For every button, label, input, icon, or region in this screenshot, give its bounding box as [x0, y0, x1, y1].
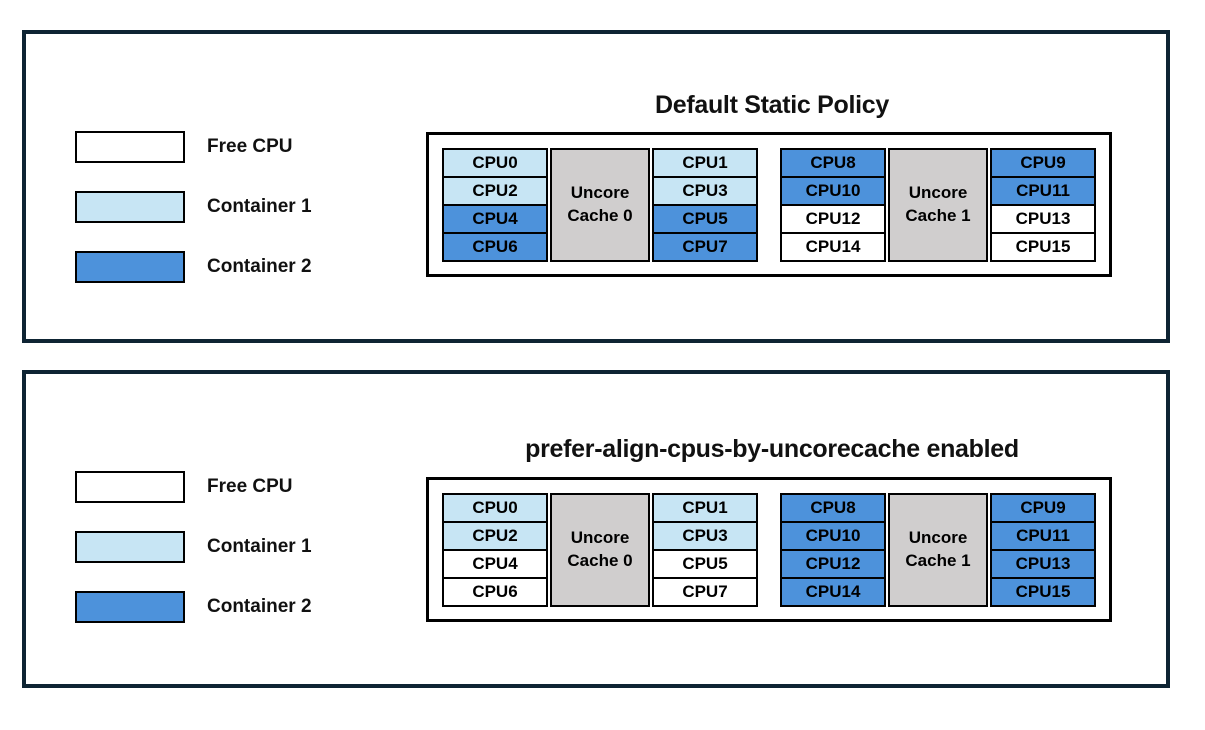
legend-item-container-2: Container 2 — [75, 591, 312, 623]
legend-item-free-cpu: Free CPU — [75, 131, 293, 163]
legend-label: Free CPU — [207, 476, 293, 497]
cpu-cell: CPU10 — [780, 520, 886, 551]
uncore-cache-label: Uncore Cache 1 — [905, 183, 971, 225]
cpu-cell: CPU15 — [990, 576, 1096, 607]
cpu-cell: CPU7 — [652, 576, 758, 607]
cpu-cell: CPU2 — [442, 175, 548, 206]
cpu-cell: CPU4 — [442, 203, 548, 234]
uncore-cache-label: Uncore Cache 0 — [567, 528, 633, 570]
cpu-cell: CPU0 — [442, 492, 548, 523]
cpu-cell: CPU13 — [990, 203, 1096, 234]
legend-swatch-container-2 — [75, 591, 185, 623]
cpu-cell: CPU6 — [442, 576, 548, 607]
legend-label: Free CPU — [207, 136, 293, 157]
legend-label: Container 1 — [207, 196, 312, 217]
legend-label: Container 1 — [207, 536, 312, 557]
cpu-cell: CPU10 — [780, 175, 886, 206]
cpu-cell: CPU13 — [990, 548, 1096, 579]
panel-default-static-policy: Default Static Policy Free CPU Container… — [22, 30, 1170, 343]
cpu-cell: CPU8 — [780, 147, 886, 178]
cpu-cell: CPU3 — [652, 175, 758, 206]
cpu-cell: CPU7 — [652, 231, 758, 262]
cpu-cell: CPU11 — [990, 520, 1096, 551]
cpu-cell: CPU1 — [652, 147, 758, 178]
uncore-cache-label: Uncore Cache 1 — [905, 528, 971, 570]
cpu-cell: CPU12 — [780, 548, 886, 579]
legend-swatch-container-1 — [75, 531, 185, 563]
legend-swatch-container-1 — [75, 191, 185, 223]
cpu-cell: CPU8 — [780, 492, 886, 523]
cpu-cell: CPU0 — [442, 147, 548, 178]
uncore-cache-cell: Uncore Cache 0 — [550, 147, 650, 262]
cpu-cell: CPU4 — [442, 548, 548, 579]
cpu-cell: CPU15 — [990, 231, 1096, 262]
legend-swatch-container-2 — [75, 251, 185, 283]
legend-swatch-free — [75, 471, 185, 503]
cpu-cell: CPU5 — [652, 548, 758, 579]
cpu-cell: CPU5 — [652, 203, 758, 234]
legend-item-free-cpu: Free CPU — [75, 471, 293, 503]
panel-title: prefer-align-cpus-by-uncorecache enabled — [525, 434, 1019, 463]
uncore-cache-cell: Uncore Cache 1 — [888, 147, 988, 262]
cpu-cell: CPU12 — [780, 203, 886, 234]
cpu-cell: CPU9 — [990, 492, 1096, 523]
cpu-cell: CPU14 — [780, 231, 886, 262]
legend-swatch-free — [75, 131, 185, 163]
panel-title: Default Static Policy — [654, 90, 890, 119]
cpu-cell: CPU2 — [442, 520, 548, 551]
cpu-cell: CPU1 — [652, 492, 758, 523]
uncore-cache-label: Uncore Cache 0 — [567, 183, 633, 225]
panel-prefer-align-cpus-by-uncorecache: prefer-align-cpus-by-uncorecache enabled… — [22, 370, 1170, 688]
uncore-cache-cell: Uncore Cache 1 — [888, 492, 988, 607]
legend-item-container-2: Container 2 — [75, 251, 312, 283]
uncore-cache-cell: Uncore Cache 0 — [550, 492, 650, 607]
legend-label: Container 2 — [207, 596, 312, 617]
cpu-cell: CPU14 — [780, 576, 886, 607]
legend-item-container-1: Container 1 — [75, 191, 312, 223]
cpu-cell: CPU3 — [652, 520, 758, 551]
legend-item-container-1: Container 1 — [75, 531, 312, 563]
cpu-cell: CPU9 — [990, 147, 1096, 178]
cpu-cell: CPU11 — [990, 175, 1096, 206]
cpu-cell: CPU6 — [442, 231, 548, 262]
legend-label: Container 2 — [207, 256, 312, 277]
